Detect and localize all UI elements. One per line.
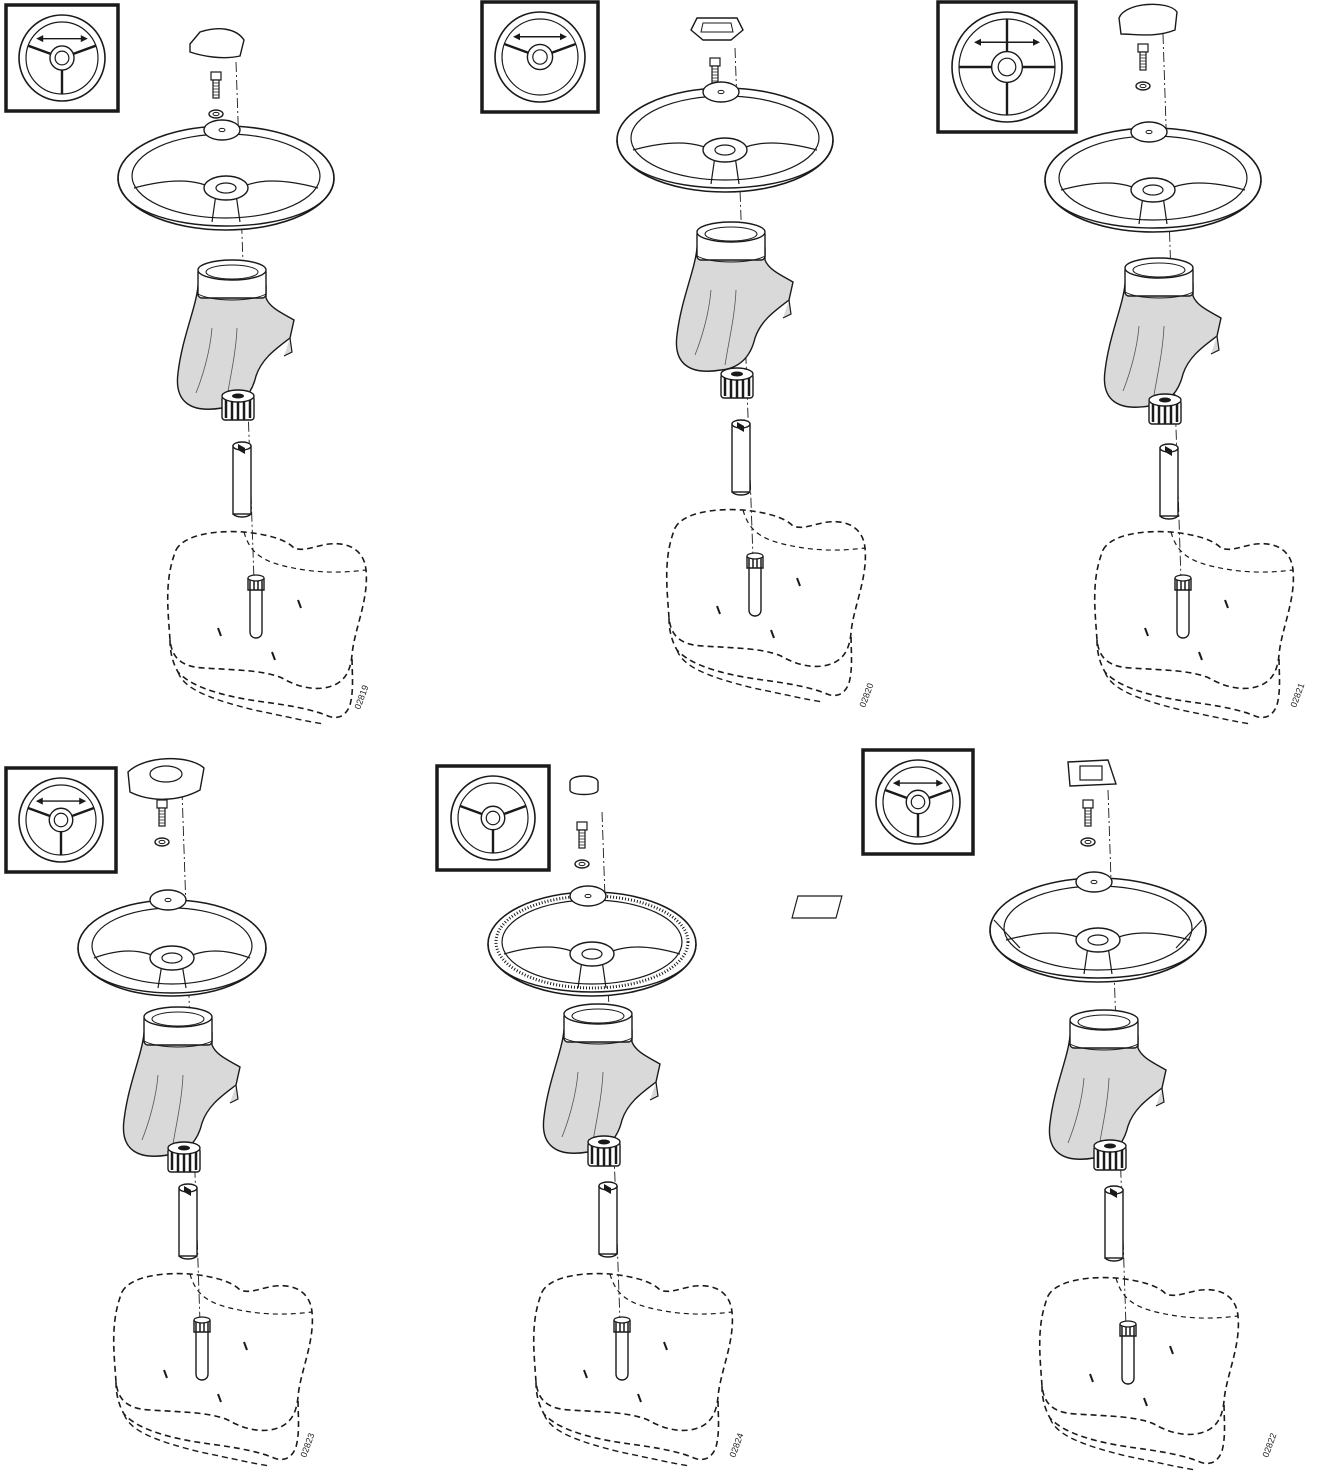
hub-cap <box>189 28 245 59</box>
hub-washer-disc <box>1130 121 1168 143</box>
assembly-02820: 02820 <box>480 0 875 709</box>
spline-adapter <box>586 1134 622 1168</box>
assembly-02819: 02819 <box>4 3 370 725</box>
steering-shroud <box>176 259 295 410</box>
assembly-02821: 02821 <box>936 0 1306 725</box>
dash-housing <box>532 1272 734 1467</box>
wheel-hub <box>569 941 615 967</box>
hub-washer-disc <box>203 119 241 141</box>
steering-shroud <box>542 1003 661 1154</box>
dash-housing <box>1038 1276 1240 1471</box>
drawing-number: 02822 <box>1260 1432 1278 1459</box>
drawing-number: 02819 <box>352 684 370 711</box>
mounting-bolt <box>1080 799 1096 847</box>
hub-washer-disc <box>569 885 607 907</box>
mounting-bolt <box>208 71 224 119</box>
dash-housing <box>665 508 867 703</box>
mounting-bolt <box>1135 43 1151 91</box>
wheel-hub <box>1130 177 1176 203</box>
wheel-hub <box>149 945 195 971</box>
mounting-bolt <box>154 799 170 847</box>
hub-washer-disc <box>1075 871 1113 893</box>
dash-housing <box>166 530 368 725</box>
dash-housing <box>112 1272 314 1467</box>
wheel-hub <box>1075 927 1121 953</box>
assembly-02822: 02822 <box>791 748 1278 1471</box>
steering-shaft <box>1159 443 1179 520</box>
mounting-bolt <box>574 821 590 869</box>
steering-shaft <box>1104 1185 1124 1262</box>
steering-shroud <box>122 1006 241 1157</box>
hub-cap <box>1118 3 1178 36</box>
drawing-number: 02823 <box>298 1432 316 1459</box>
steering-shaft <box>232 441 252 518</box>
steering-shaft <box>598 1181 618 1258</box>
assembly-02823: 02823 <box>4 758 316 1467</box>
steering-shroud <box>1048 1009 1167 1160</box>
drawing-number: 02824 <box>727 1432 745 1459</box>
hub-washer-disc <box>702 81 740 103</box>
steering-shaft <box>731 419 751 496</box>
spline-adapter <box>166 1140 202 1174</box>
assembly-02824: 02824 <box>435 764 745 1467</box>
dash-housing <box>1093 530 1295 725</box>
steering-shaft <box>178 1183 198 1260</box>
hub-washer-disc <box>149 889 187 911</box>
wheel-hub <box>702 137 748 163</box>
spline-adapter <box>220 388 256 422</box>
steering-shroud <box>1103 257 1222 408</box>
hub-cap <box>690 17 744 41</box>
spline-adapter <box>719 366 755 400</box>
hub-cap <box>569 775 599 796</box>
steering-shroud <box>675 221 794 372</box>
drawing-number: 02820 <box>857 682 875 709</box>
drawing-number: 02821 <box>1288 682 1306 709</box>
spline-adapter <box>1092 1138 1128 1172</box>
wheel-hub <box>203 175 249 201</box>
spline-adapter <box>1147 392 1183 426</box>
